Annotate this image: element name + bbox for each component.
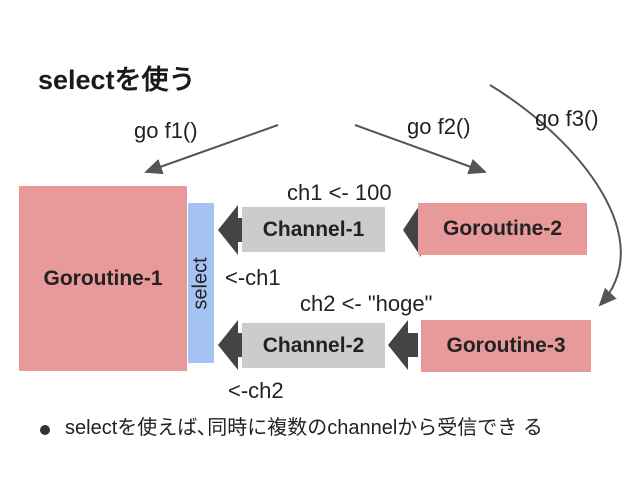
select-label-wrap: select <box>188 203 214 363</box>
slide-title: selectを使う <box>38 65 196 95</box>
send-ch1-label: ch1 <- 100 <box>287 180 392 205</box>
select-label: select <box>189 256 212 310</box>
channel-2-label: Channel-2 <box>262 333 365 357</box>
channel-1-label: Channel-1 <box>262 217 365 241</box>
recv-ch1-label: <-ch1 <box>225 265 281 290</box>
goroutine-1-label: Goroutine-1 <box>43 266 163 290</box>
go-f3-label: go f3() <box>535 106 599 131</box>
go-f2-label: go f2() <box>407 114 471 139</box>
goroutine-3-label: Goroutine-3 <box>446 334 566 357</box>
block-arrow-g3-c2 <box>388 320 418 370</box>
goroutine-2-box: Goroutine-2 <box>418 203 587 255</box>
bullet-dot <box>40 425 50 435</box>
goroutine-2-label: Goroutine-2 <box>443 217 562 240</box>
select-bar <box>188 203 214 363</box>
goroutine-1-box: Goroutine-1 <box>19 186 187 371</box>
goroutine-3-box: Goroutine-3 <box>421 320 591 372</box>
bullet-text: selectを使えば､同時に複数のchannelから受信でき る <box>65 417 543 439</box>
channel-2-box: Channel-2 <box>242 323 385 368</box>
send-ch2-label: ch2 <- "hoge" <box>300 291 433 316</box>
go-f1-label: go f1() <box>134 118 198 143</box>
channel-1-box: Channel-1 <box>242 207 385 252</box>
recv-ch2-label: <-ch2 <box>228 378 284 403</box>
